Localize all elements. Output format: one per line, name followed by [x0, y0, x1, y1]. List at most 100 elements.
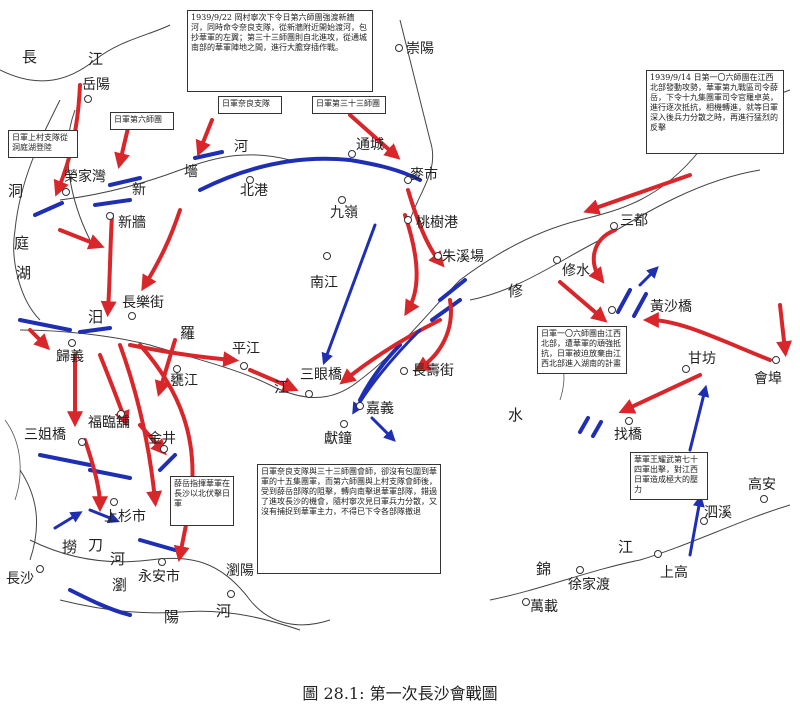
place-dot-changlejie: [128, 312, 136, 320]
note-106th-division: 日軍一〇六師團由江西北部，遭華軍的頑強抵抗，日軍被迫放棄由江西北部進入湖南的計畫: [537, 326, 627, 374]
label-xujiadu: 徐家渡: [568, 577, 610, 593]
defense-line-zx: [438, 278, 467, 302]
jp-arrow-23: [588, 228, 617, 284]
label-wengjiang: 甕江: [170, 373, 198, 389]
label-liuyang-city: 瀏陽: [226, 563, 254, 579]
jp-arrow-10: [339, 318, 442, 385]
place-dot-taoshugang: [404, 216, 412, 224]
note-center-summary: 日軍奈良支隊與三十三師團會師，卻沒有包圍到華軍的十五集團軍，而第六師團與上村支隊…: [257, 464, 441, 574]
label-yonganshi: 永安市: [138, 569, 180, 585]
defense-line-rong: [33, 201, 64, 217]
xinqiang-river: [59, 154, 291, 201]
place-dot-wengjiang: [173, 365, 181, 373]
label-jiang-jin: 江: [618, 538, 634, 556]
jp-arrow-27: [618, 373, 702, 414]
cn-arrow-1: [321, 223, 377, 366]
label-he-xin: 河: [234, 139, 248, 155]
place-dot-changshoujie: [400, 367, 408, 375]
place-dot-wanzai: [522, 598, 530, 606]
place-dot-huangshaqiao: [608, 306, 616, 314]
label-xinqiang: 新牆: [118, 215, 146, 231]
jp-arrow-7: [141, 208, 182, 292]
note-1939-09-22: 1939/9/22 岡村寧次下令日第六師團強渡新牆河，同時命令奈良支隊，從新牆附…: [187, 10, 373, 92]
label-jiayi: 嘉義: [366, 401, 394, 417]
jp-arrow-22: [583, 173, 692, 215]
place-dot-xinqiang: [106, 212, 114, 220]
note-nara-detachment: 日軍奈良支隊: [218, 96, 282, 114]
label-jiang-mi: 江: [274, 378, 290, 396]
place-dot-chongyang: [395, 44, 403, 52]
label-sixi: 泗溪: [704, 505, 732, 521]
place-dot-ganfang: [682, 365, 690, 373]
place-dot-zhuxichang: [434, 252, 442, 260]
place-dot-xiushui: [553, 256, 561, 264]
jp-arrow-5: [58, 228, 105, 250]
shore-south: [19, 469, 38, 561]
place-dot-sanyanqiao: [305, 390, 313, 398]
jp-arrow-25: [776, 303, 792, 358]
label-he-liuyang: 河: [216, 602, 232, 620]
label-yang: 陽: [164, 608, 180, 626]
jin-river: [489, 504, 791, 601]
laodao-river: [29, 539, 331, 626]
jp-arrow-24: [558, 280, 608, 323]
label-gaoan: 高安: [748, 477, 776, 493]
place-dot-sandu: [610, 222, 618, 230]
defense-line-s2: [88, 468, 132, 480]
place-dot-beigang: [246, 176, 254, 184]
label-guiyi: 歸義: [56, 349, 84, 365]
place-dot-xujiadu: [576, 566, 584, 574]
place-dot-zhaoqiao: [625, 417, 633, 425]
label-shangshanshi: 上杉市: [104, 509, 146, 525]
defense-line-zq2: [591, 420, 603, 438]
place-dot-rongjiawan: [62, 188, 70, 196]
defense-line-mi2: [78, 326, 112, 334]
place-dot-guiyi: [68, 339, 76, 347]
place-dot-huibu: [772, 356, 780, 364]
label-changsha: 長沙: [6, 571, 34, 587]
label-xianzhong: 獻鐘: [324, 431, 352, 447]
note-74th-army: 華軍王耀武第七十四軍出擊，對江西日軍造成極大的壓力: [630, 452, 708, 500]
place-dot-sanjieqiao: [78, 438, 86, 446]
label-tongcheng: 通城: [356, 137, 384, 153]
label-fulinpu: 福臨舖: [88, 415, 130, 431]
place-dot-jinjing: [160, 445, 168, 453]
defense-line-cs: [358, 343, 402, 402]
jp-arrow-14: [248, 368, 299, 392]
cn-arrow-8: [638, 266, 659, 287]
place-dot-nanjiang: [323, 252, 331, 260]
label-liu: 瀏: [112, 576, 128, 594]
label-chongyang: 崇陽: [406, 41, 434, 57]
label-wanzai: 萬載: [530, 599, 558, 615]
label-huangshaqiao: 黃沙橋: [650, 299, 692, 315]
jp-arrow-4: [348, 113, 401, 160]
label-sanjieqiao: 三姐橋: [24, 427, 66, 443]
jp-arrow-21: [83, 438, 108, 513]
label-qiang: 墻: [184, 164, 198, 180]
defense-line-zq: [578, 416, 590, 434]
place-dot-shangshanshi: [110, 498, 118, 506]
label-jiang-yangtze: 江: [88, 50, 104, 68]
lake-shore-2: [67, 109, 91, 241]
label-dao: 刀: [88, 536, 104, 554]
label-dong: 洞: [8, 182, 24, 200]
upper-tributary: [399, 19, 434, 221]
jp-arrow-2: [114, 126, 130, 170]
label-luo: 羅: [180, 324, 196, 342]
cn-arrow-6: [688, 494, 705, 557]
label-zhaoqiao: 找橋: [614, 427, 642, 443]
defense-line-zx2: [430, 298, 462, 322]
jp-arrow-3: [195, 118, 214, 157]
defense-line-s4: [138, 538, 177, 552]
label-xin: 新: [132, 182, 146, 198]
yangtze-river: [0, 24, 171, 82]
jp-arrow-9: [403, 213, 420, 317]
jp-arrow-6: [100, 213, 117, 318]
jp-arrow-26: [642, 312, 772, 362]
note-6th-division: 日軍第六師團: [110, 112, 174, 130]
place-dot-pingjiang: [240, 362, 248, 370]
label-nanjiang: 南江: [310, 275, 338, 291]
cn-arrow-2: [352, 328, 422, 415]
label-zhuxichang: 朱溪場: [442, 249, 484, 265]
defense-line-xin2: [93, 198, 132, 207]
